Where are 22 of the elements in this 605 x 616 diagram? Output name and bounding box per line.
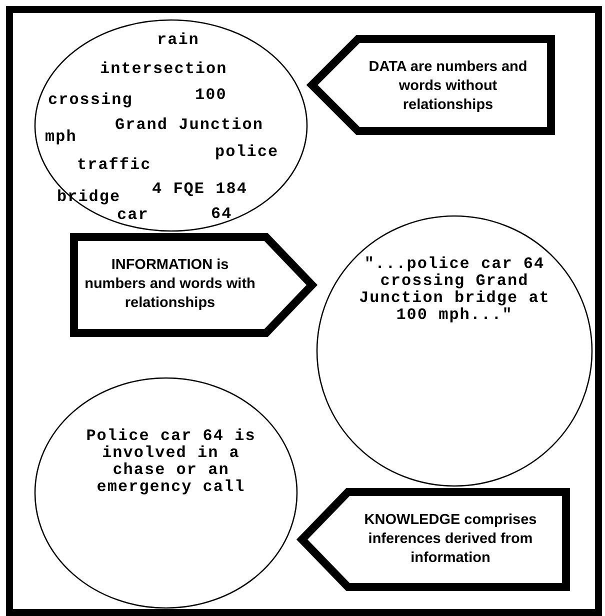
data-word: 100 xyxy=(195,86,227,104)
data-word: rain xyxy=(157,31,200,49)
arrow-callout xyxy=(70,233,316,337)
callout-text: KNOWLEDGE comprises inferences derived from information xyxy=(363,511,538,568)
data-word: 64 xyxy=(211,205,232,223)
knowledge-circle xyxy=(35,378,297,608)
data-word: Grand Junction xyxy=(115,116,264,134)
arrow-callout xyxy=(308,35,555,135)
data-word: 4 FQE 184 xyxy=(152,180,248,198)
data-word: traffic xyxy=(77,156,152,174)
data-word: crossing xyxy=(48,91,133,109)
data-word: car xyxy=(117,206,149,224)
callout-text: INFORMATION is numbers and words with relationships xyxy=(84,256,256,313)
data-word: intersection xyxy=(100,60,228,78)
data-word: mph xyxy=(45,128,77,146)
quote-text: "...police car 64 crossing Grand Junction bridge at 100 mph..." xyxy=(358,256,551,324)
quote-text: Police car 64 is involved in a chase or an emergency call xyxy=(85,428,257,496)
callout-text: DATA are numbers and words without relationships xyxy=(368,58,528,115)
arrow-callout xyxy=(298,488,570,591)
data-circle xyxy=(35,20,307,231)
information-circle xyxy=(317,216,592,486)
data-word: police xyxy=(215,143,279,161)
